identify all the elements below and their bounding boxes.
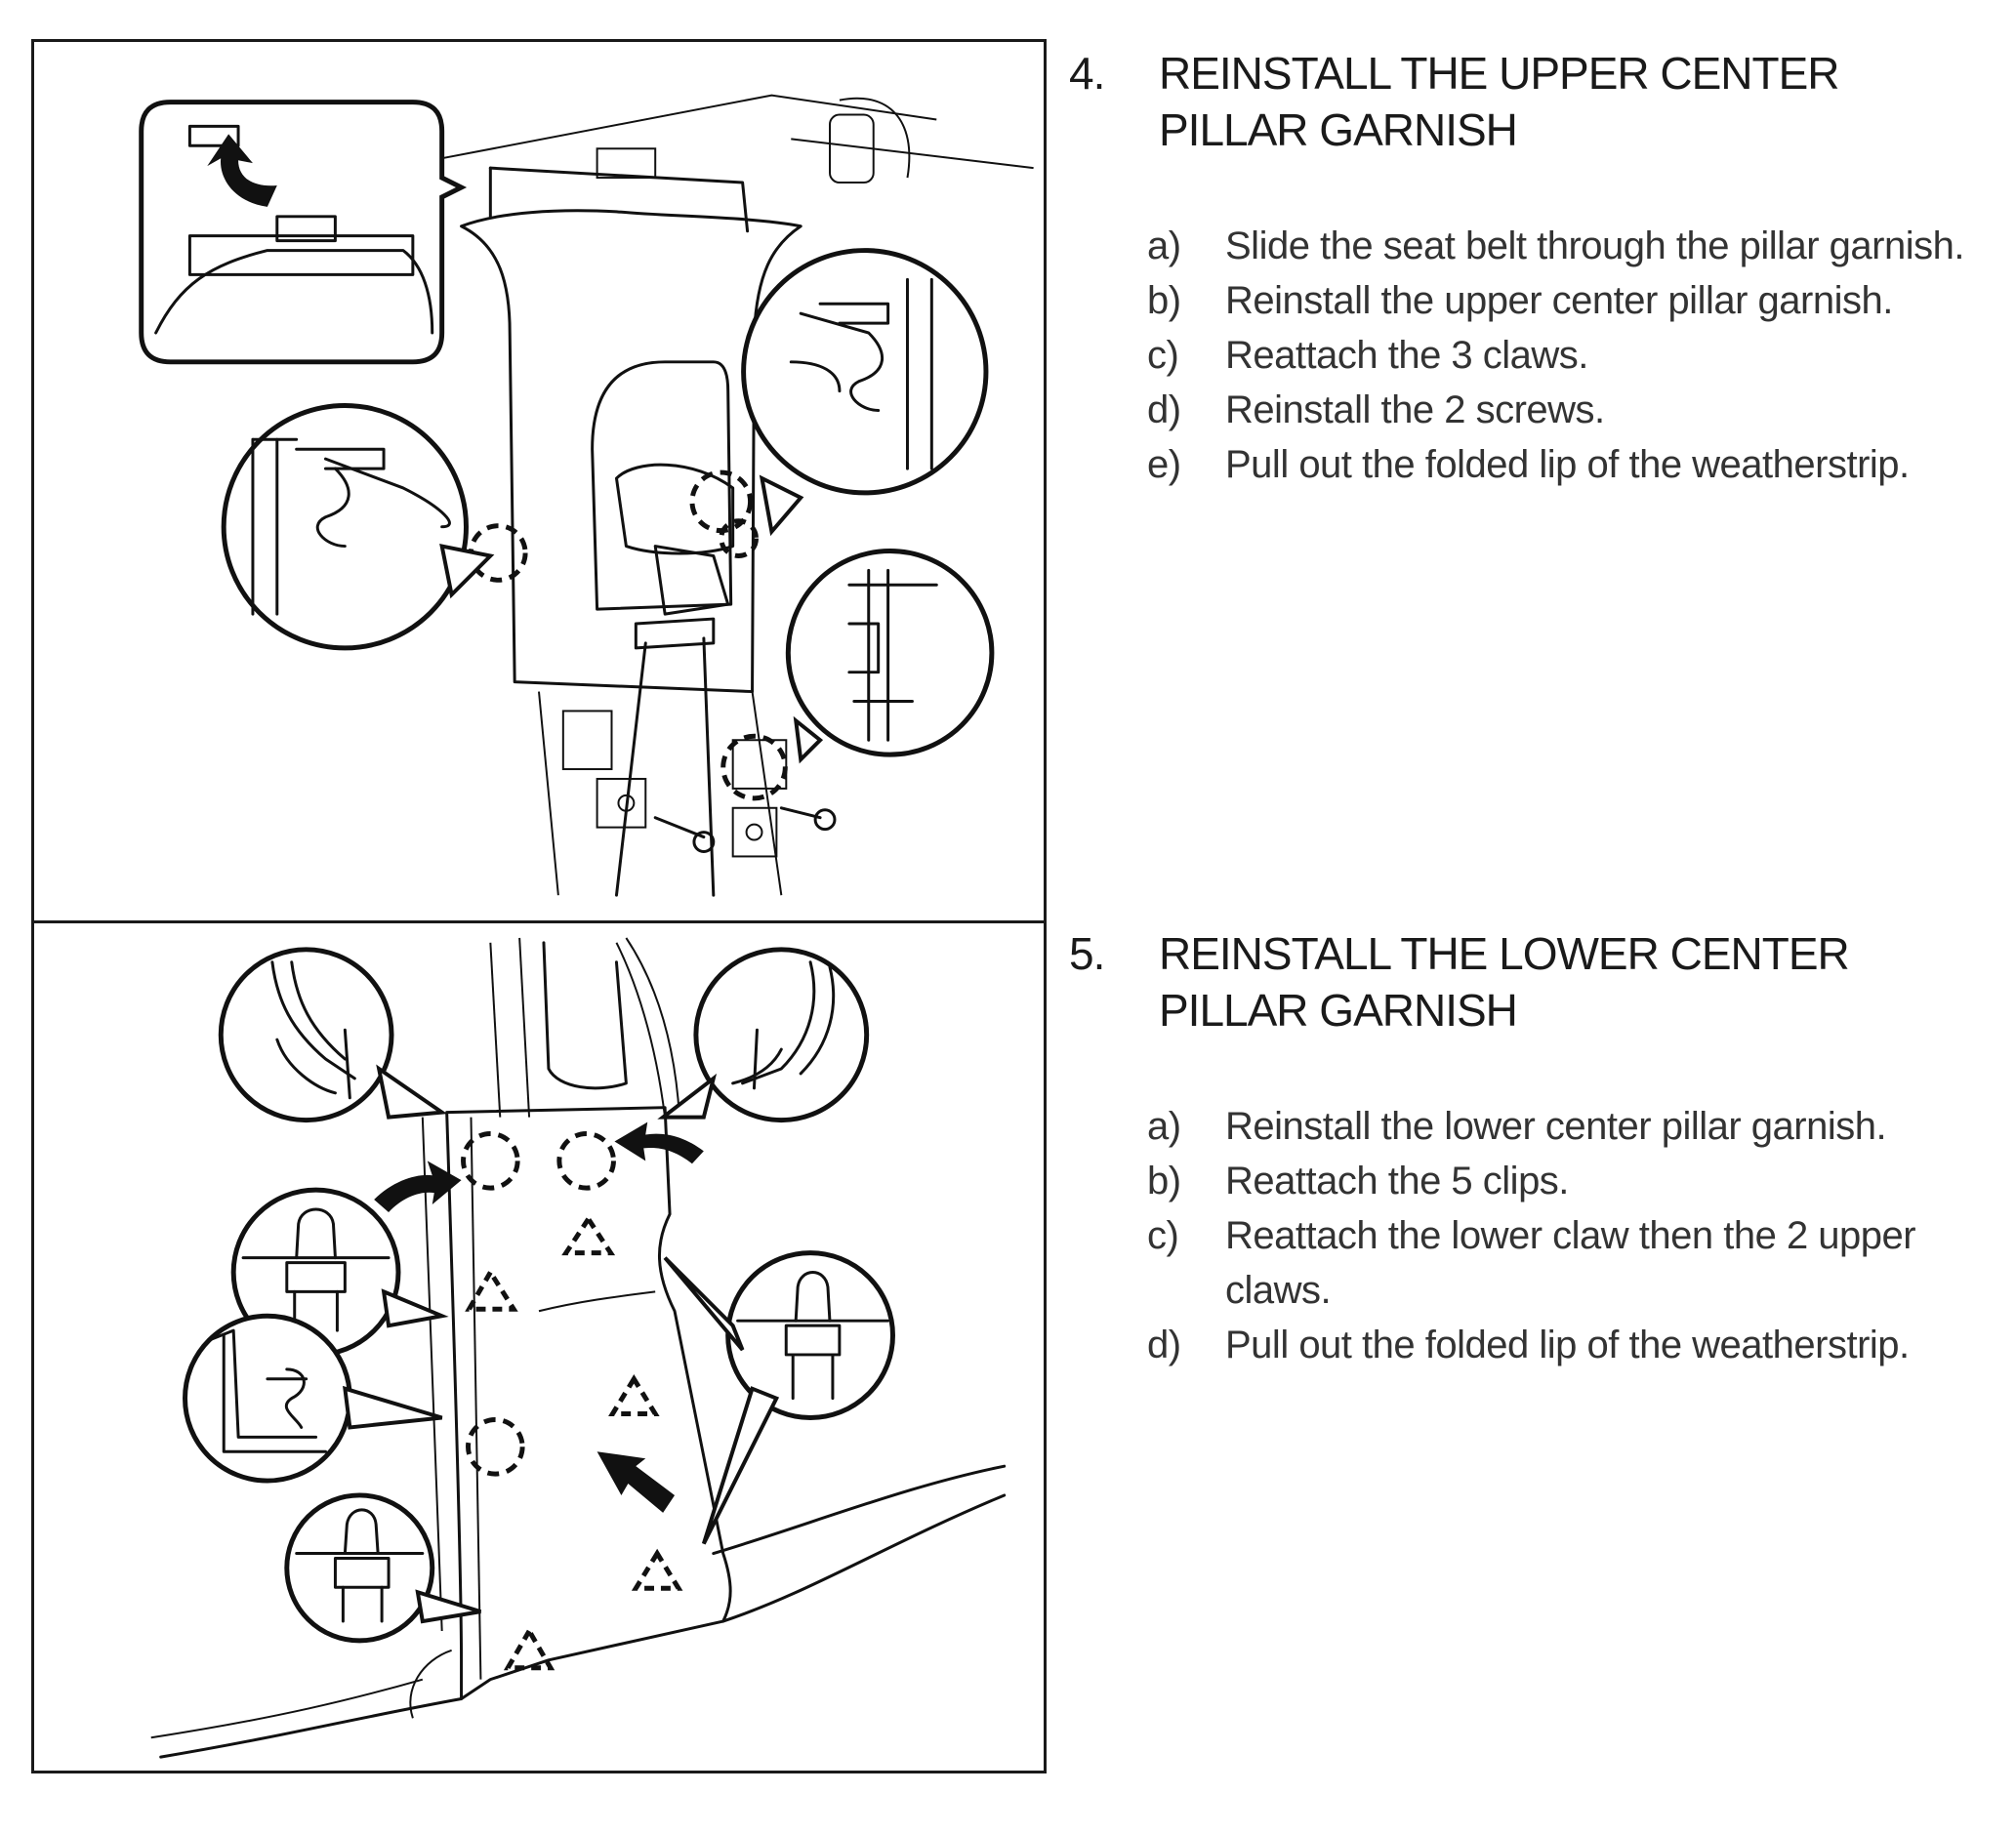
- substep-text: Reattach the 5 clips.: [1225, 1160, 1569, 1202]
- substep-text: Reattach the lower claw then the 2 upper…: [1225, 1214, 1916, 1312]
- list-item: d) Pull out the folded lip of the weather…: [1147, 1318, 1996, 1372]
- step-4-substeps: a) Slide the seat belt through the pillar…: [1069, 219, 1996, 492]
- lower-pillar-illustration: [31, 920, 1047, 1773]
- substep-text: Pull out the folded lip of the weatherst…: [1225, 443, 1910, 486]
- list-item: a) Reinstall the lower center pillar garn…: [1147, 1099, 1996, 1154]
- substep-text: Reattach the 3 claws.: [1225, 334, 1588, 377]
- list-item: a) Slide the seat belt through the pillar…: [1147, 219, 1996, 273]
- substep-text: Pull out the folded lip of the weatherst…: [1225, 1324, 1910, 1366]
- step-5-heading: 5. REINSTALL THE LOWER CENTER PILLAR GAR…: [1069, 925, 1996, 1039]
- substep-text: Reinstall the upper center pillar garnis…: [1225, 279, 1893, 322]
- substep-letter: b): [1147, 279, 1181, 322]
- step-5-title: REINSTALL THE LOWER CENTER PILLAR GARNIS…: [1159, 928, 1850, 1036]
- substep-letter: c): [1147, 1214, 1179, 1257]
- substep-text: Reinstall the 2 screws.: [1225, 388, 1605, 431]
- substep-letter: a): [1147, 224, 1181, 267]
- list-item: b) Reattach the 5 clips.: [1147, 1154, 1996, 1208]
- step-4-section: 4. REINSTALL THE UPPER CENTER PILLAR GAR…: [1069, 45, 1996, 492]
- substep-letter: a): [1147, 1105, 1181, 1148]
- substep-letter: b): [1147, 1160, 1181, 1202]
- substep-text: Slide the seat belt through the pillar g…: [1225, 224, 1965, 267]
- substep-letter: d): [1147, 388, 1181, 431]
- step-5-substeps: a) Reinstall the lower center pillar garn…: [1069, 1099, 1996, 1372]
- upper-pillar-drawing: [139, 94, 1034, 897]
- list-item: c) Reattach the lower claw then the 2 upp…: [1147, 1208, 1996, 1318]
- list-item: d) Reinstall the 2 screws.: [1147, 383, 1996, 437]
- step-4-heading: 4. REINSTALL THE UPPER CENTER PILLAR GAR…: [1069, 45, 1996, 158]
- substep-letter: e): [1147, 443, 1181, 486]
- upper-pillar-illustration: [31, 39, 1047, 923]
- step-5-number: 5.: [1069, 928, 1105, 979]
- substep-letter: d): [1147, 1324, 1181, 1366]
- list-item: e) Pull out the folded lip of the weather…: [1147, 437, 1996, 492]
- list-item: c) Reattach the 3 claws.: [1147, 328, 1996, 383]
- lower-pillar-drawing: [150, 937, 1007, 1759]
- list-item: b) Reinstall the upper center pillar garn…: [1147, 273, 1996, 328]
- substep-text: Reinstall the lower center pillar garnis…: [1225, 1105, 1887, 1148]
- step-5-section: 5. REINSTALL THE LOWER CENTER PILLAR GAR…: [1069, 925, 1996, 1372]
- step-4-title: REINSTALL THE UPPER CENTER PILLAR GARNIS…: [1159, 48, 1840, 155]
- step-4-number: 4.: [1069, 48, 1105, 99]
- substep-letter: c): [1147, 334, 1179, 377]
